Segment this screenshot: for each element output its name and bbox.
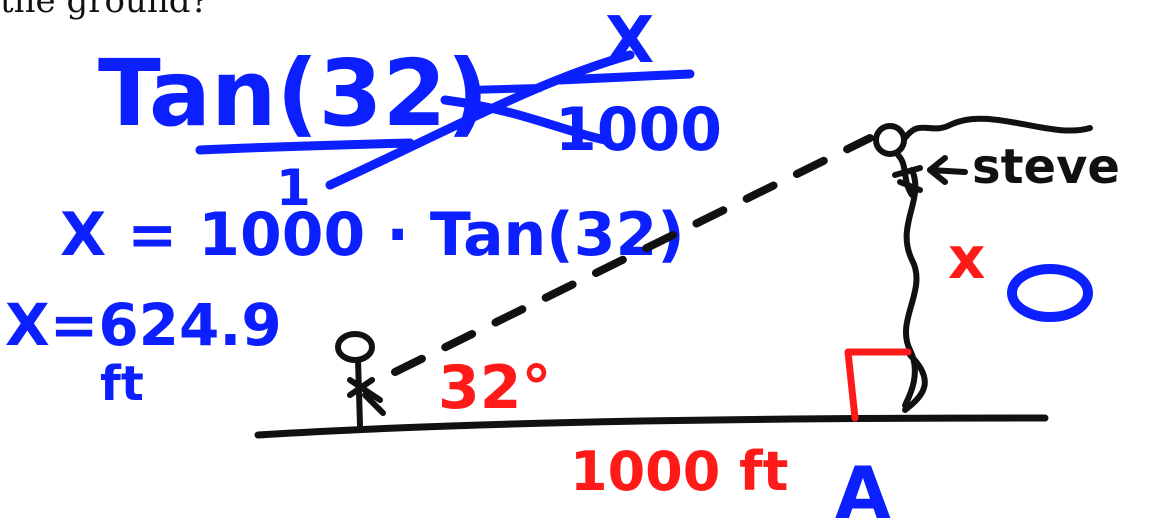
equation-tan: Tan(32) [98, 40, 489, 147]
denominator-one: 1 [276, 159, 311, 217]
steve-label: steve [972, 139, 1120, 195]
cliff-top [902, 115, 1093, 141]
fraction-bar-right [555, 69, 695, 85]
cliff-base [902, 352, 928, 413]
cross-stroke-up [325, 50, 635, 190]
steve-figure [873, 123, 923, 198]
fraction-numerator-x: X [605, 4, 654, 78]
unknown-x-mark: x [948, 224, 985, 292]
fraction-denominator-1000: 1000 [555, 95, 722, 165]
right-angle-marker [844, 348, 912, 422]
fraction-bar-left [195, 138, 415, 155]
cliff-side [902, 167, 920, 409]
cross-stroke-down [440, 95, 610, 145]
steve-arrow-head [927, 155, 948, 185]
adjacent-label-a: A [835, 451, 891, 523]
equation-solve-step: X = 1000 · Tan(32) [60, 200, 685, 270]
line-of-sight [391, 134, 874, 376]
opposite-label-o [1007, 264, 1093, 322]
distance-label: 1000 ft [570, 440, 788, 503]
equals-sign [466, 84, 544, 94]
equation-result-value: X=624.9 [5, 291, 282, 359]
equation-result-unit: ft [100, 356, 144, 412]
steve-arrow-shaft [927, 167, 968, 175]
observer-figure [335, 331, 386, 428]
header-partial-text: the ground? [0, 0, 209, 21]
ground-line [254, 414, 1049, 439]
angle-label: 32° [438, 353, 552, 423]
